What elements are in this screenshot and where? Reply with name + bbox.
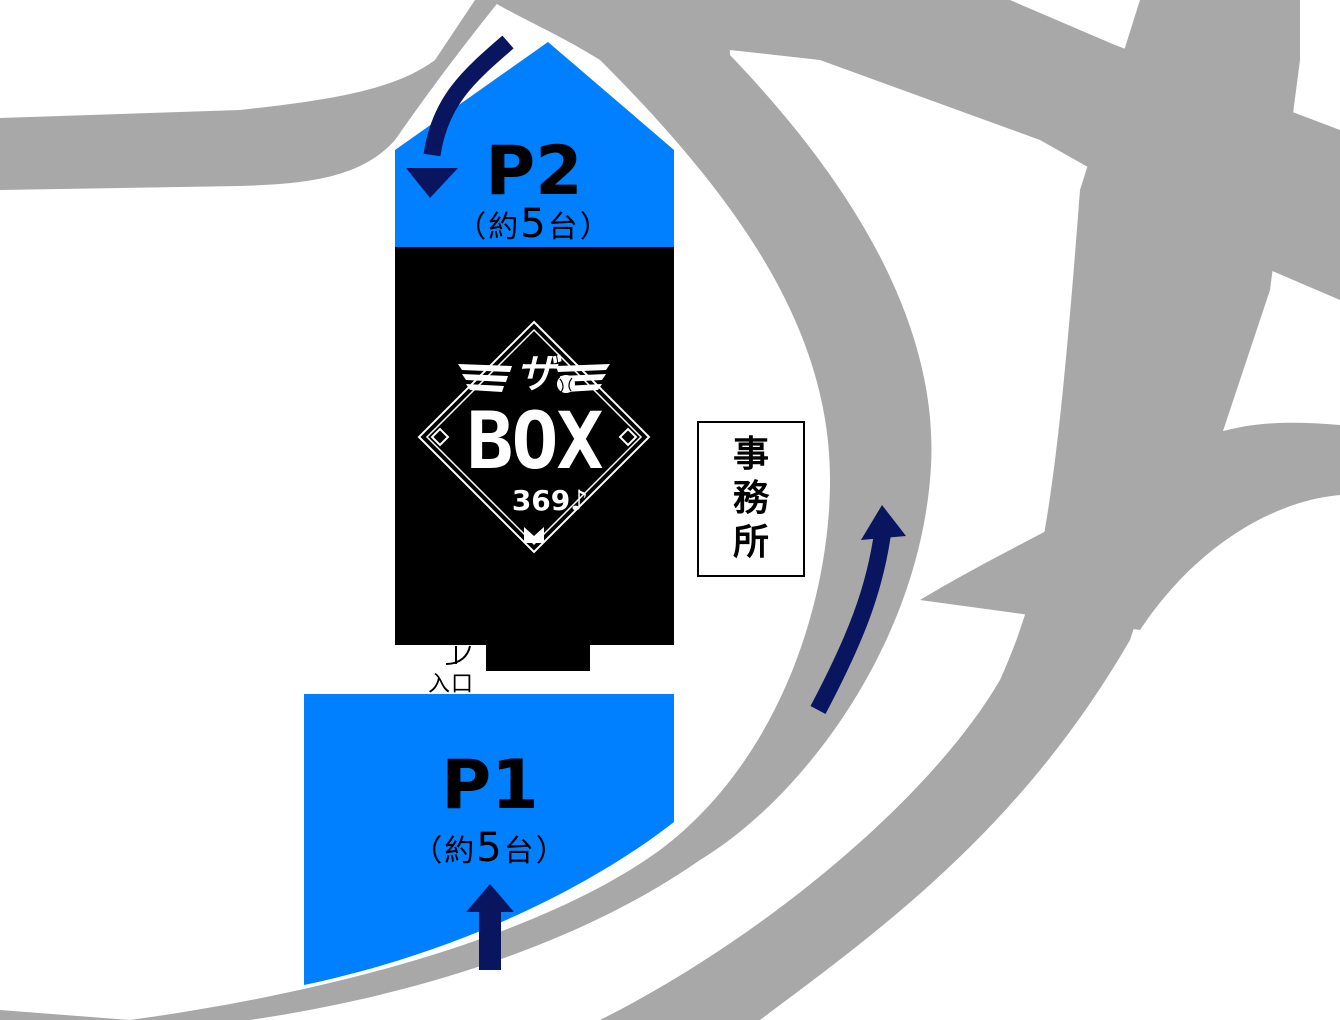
office-box: 事 務 所 [697,421,805,577]
entrance-label: 入口 [428,672,475,697]
p1-capacity-prefix: （約 [412,834,477,869]
arrow-into-p1-head-icon [466,884,514,912]
p2-capacity-prefix: （約 [456,210,521,245]
p1-capacity-label: （約5台） [376,828,604,868]
p1-capacity-number: 5 [476,825,504,871]
road-top-left [0,0,500,190]
logo-number-digits: 369 [511,484,571,517]
office-label-char: 事 [732,434,769,475]
p2-capacity-suffix: 台） [547,210,612,245]
p1-capacity-suffix: 台） [503,834,568,869]
arrow-along-road-icon [810,528,892,714]
p1-title: P1 [441,746,539,825]
direction-arrows [406,35,906,970]
p2-parking-area [395,42,674,248]
p2-capacity-label: （約5台） [420,204,648,244]
arrow-into-p1-icon [479,912,501,970]
the-box-369-logo [417,320,651,554]
arrow-along-road-head-icon [861,505,906,540]
p2-title: P2 [485,132,583,211]
road-right-diagonal [600,0,1300,1020]
office-label-char: 所 [732,522,769,563]
p2-capacity-number: 5 [520,201,548,247]
logo-top-text: ザ [516,351,556,397]
p1-parking-area [304,694,674,985]
arrow-into-p2-icon [423,35,514,157]
road-lower-right-branch [920,422,1340,630]
building [395,247,674,671]
logo-music-note-icon: ♪ [570,484,589,517]
logo-number: 369♪ [500,484,600,518]
logo-main-text: BOX [466,397,604,487]
entrance-door-icon [445,645,471,665]
office-label-char: 務 [732,478,769,519]
arrow-into-p2-head-icon [406,168,458,198]
